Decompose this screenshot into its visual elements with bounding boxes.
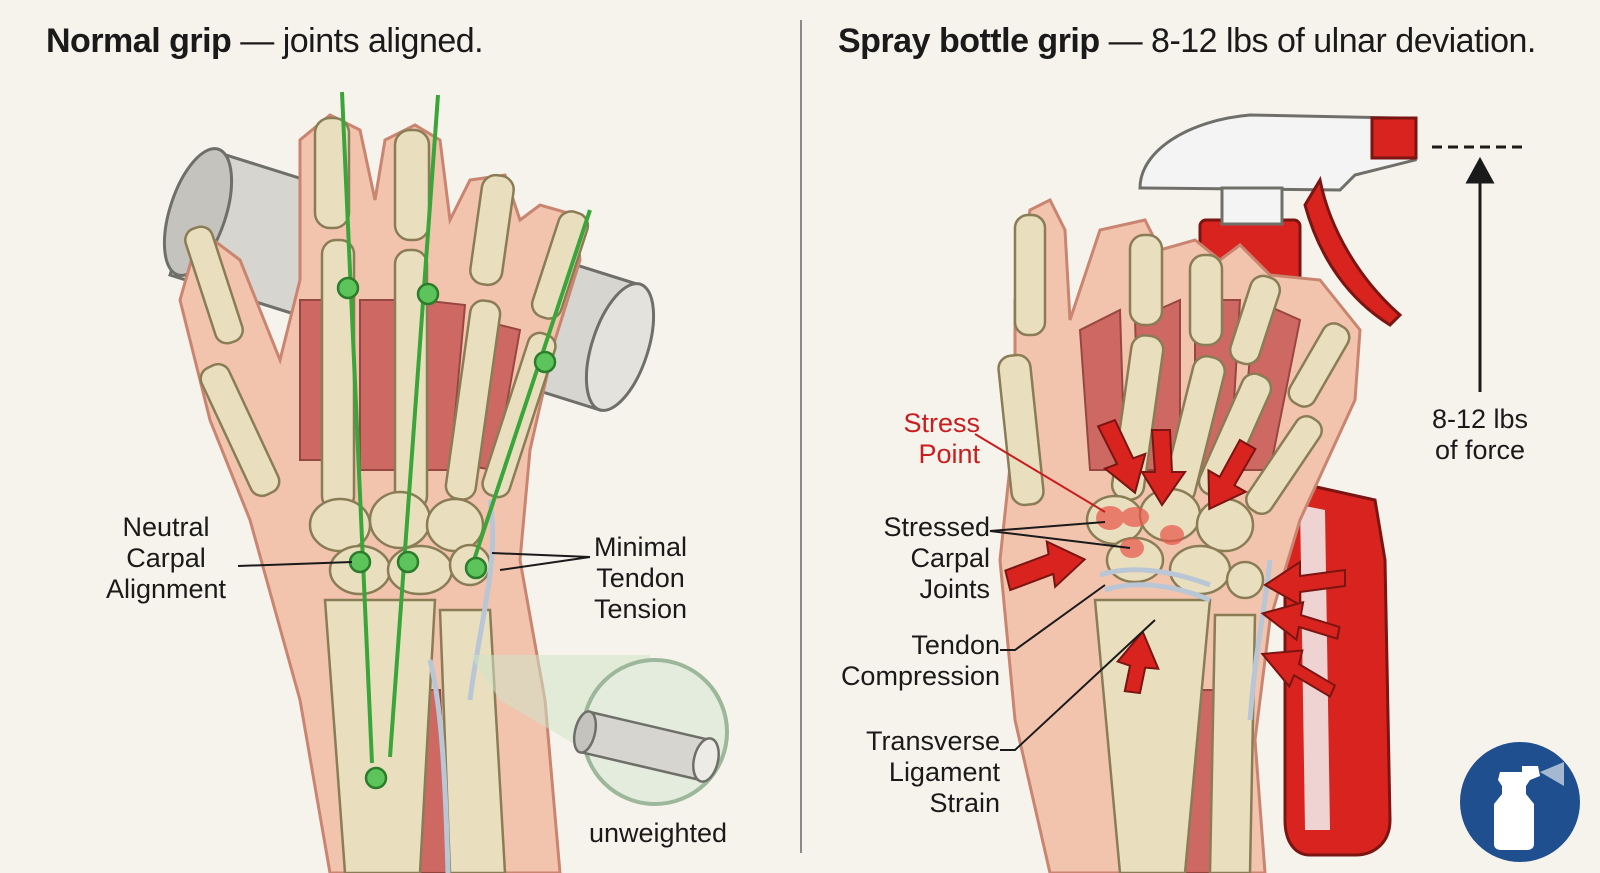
stressed-line-1: Stressed bbox=[870, 512, 990, 543]
normal-grip-illustration bbox=[0, 0, 800, 873]
transverse-line-3: Strain bbox=[850, 788, 1000, 819]
minimal-line-2: Tendon bbox=[588, 563, 693, 594]
spray-bottle-icon bbox=[1460, 742, 1580, 862]
label-neutral-carpal-alignment: Neutral Carpal Alignment bbox=[96, 512, 236, 605]
transverse-line-1: Transverse bbox=[850, 726, 1000, 757]
minimal-line-3: Tension bbox=[588, 594, 693, 625]
stressed-line-2: Carpal bbox=[870, 543, 990, 574]
neutral-line-3: Alignment bbox=[96, 574, 236, 605]
stress-line-2: Point bbox=[880, 439, 980, 470]
label-stressed-carpal-joints: Stressed Carpal Joints bbox=[870, 512, 990, 605]
spray-bottle-badge bbox=[1460, 742, 1580, 862]
neutral-line-2: Carpal bbox=[96, 543, 236, 574]
label-tendon-compression: Tendon Compression bbox=[830, 630, 1000, 692]
minimal-line-1: Minimal bbox=[588, 532, 693, 563]
tendon-line-2: Compression bbox=[830, 661, 1000, 692]
label-minimal-tendon-tension: Minimal Tendon Tension bbox=[588, 532, 693, 625]
tendon-line-1: Tendon bbox=[830, 630, 1000, 661]
transverse-line-2: Ligament bbox=[850, 757, 1000, 788]
label-unweighted: unweighted bbox=[583, 818, 733, 849]
stress-line-1: Stress bbox=[880, 408, 980, 439]
force-arrow bbox=[1432, 147, 1522, 392]
label-transverse-ligament-strain: Transverse Ligament Strain bbox=[850, 726, 1000, 819]
label-force: 8-12 lbs of force bbox=[1420, 404, 1540, 466]
label-stress-point: Stress Point bbox=[880, 408, 980, 470]
neutral-line-1: Neutral bbox=[96, 512, 236, 543]
stressed-line-3: Joints bbox=[870, 574, 990, 605]
force-line-2: of force bbox=[1420, 435, 1540, 466]
force-line-1: 8-12 lbs bbox=[1420, 404, 1540, 435]
